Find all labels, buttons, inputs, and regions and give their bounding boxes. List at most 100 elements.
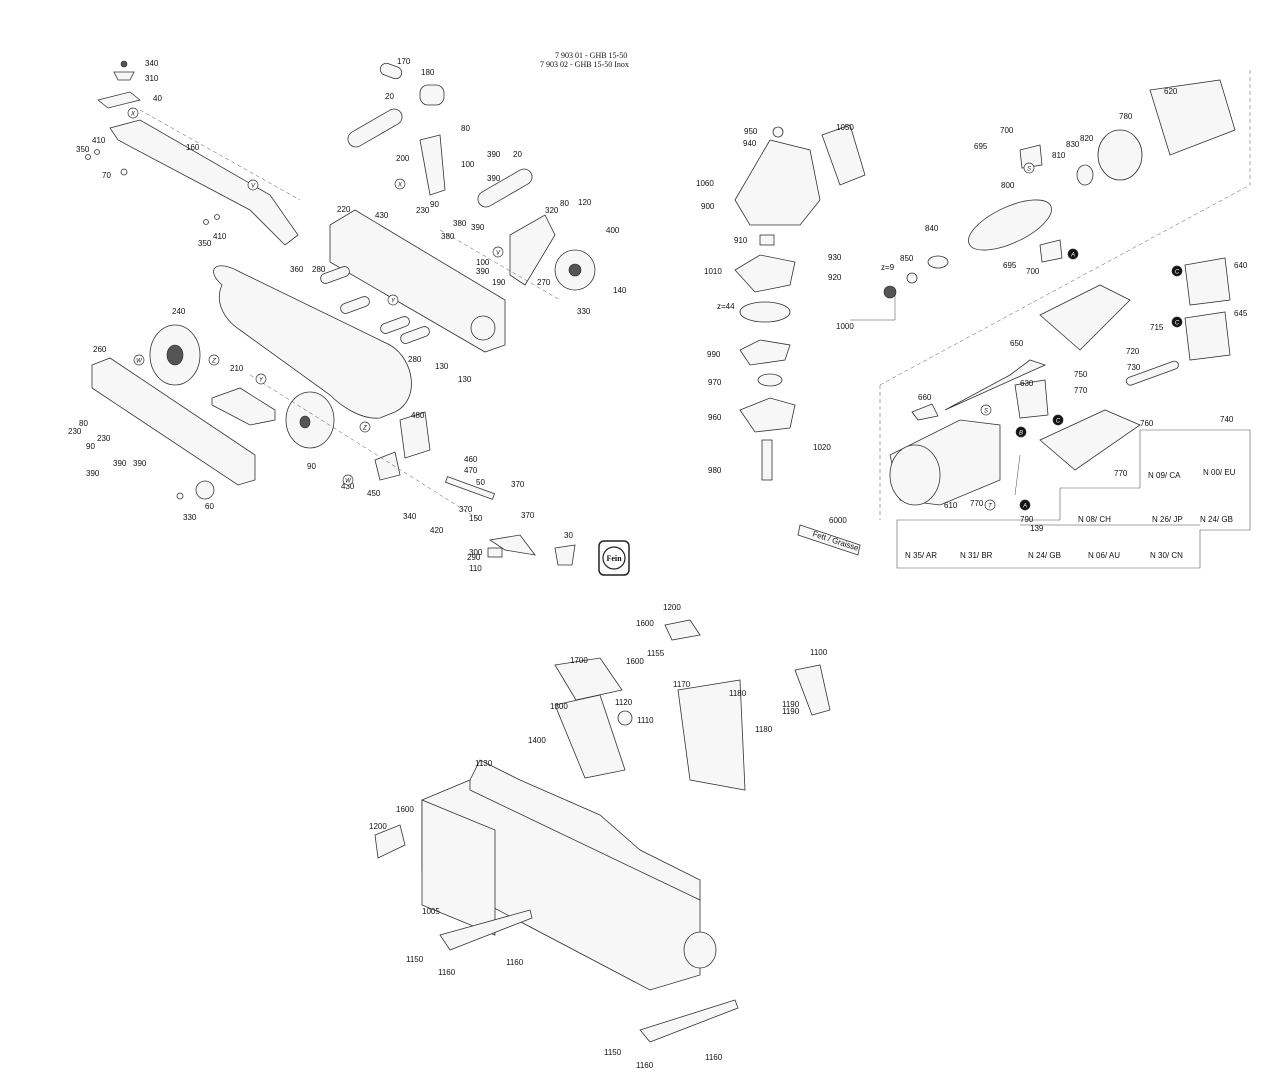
part-callout: 420 — [430, 526, 444, 535]
label-sheet-1700 — [554, 657, 623, 701]
part-callout: 695 — [974, 142, 988, 151]
part-callout: 1110 — [637, 716, 654, 725]
part-callout: 830 — [1066, 140, 1080, 149]
plug-variant-label: N 26/ JP — [1152, 515, 1183, 524]
clamp-plate-40 — [97, 91, 141, 109]
gear-wheel-z44 — [739, 301, 791, 323]
clamp-180 — [419, 84, 445, 106]
part-callout: 150 — [469, 514, 483, 523]
part-callout: 20 — [513, 150, 522, 159]
part-callout: 210 — [230, 364, 244, 373]
part-callout: 260 — [93, 345, 107, 354]
part-callout: 900 — [701, 202, 715, 211]
part-callout: 270 — [537, 278, 551, 287]
part-callout: 350 — [198, 239, 212, 248]
stand-tube-end — [683, 931, 717, 969]
part-callout: 1160 — [705, 1053, 723, 1062]
bracket-480 — [399, 411, 431, 459]
gasket-1010 — [734, 254, 796, 293]
part-callout: 230 — [97, 434, 111, 443]
svg-text:Fein: Fein — [606, 554, 622, 563]
part-callout: 645 — [1234, 309, 1248, 318]
plug-variant-label: N 00/ EU — [1203, 468, 1236, 477]
marker-y: Y — [255, 373, 267, 385]
part-callout: 230 — [68, 427, 82, 436]
part-callout: 380 — [453, 219, 467, 228]
part-callout: 30 — [564, 531, 573, 540]
bracket-190 — [509, 214, 556, 286]
part-callout: 940 — [743, 139, 757, 148]
part-callout: 1005 — [422, 907, 440, 916]
spindle-980 — [761, 439, 773, 481]
shaft-50 — [444, 476, 496, 500]
part-callout: 740 — [1220, 415, 1234, 424]
part-callout: 460 — [464, 455, 478, 464]
foot-1150b — [639, 999, 739, 1043]
part-callout: 230 — [416, 206, 430, 215]
part-callout: 430 — [341, 482, 355, 491]
marker-b: B — [1015, 426, 1027, 438]
handle-shell-760 — [1039, 409, 1141, 471]
part-callout: 140 — [613, 286, 627, 295]
part-callout: 310 — [145, 74, 159, 83]
part-callout: 100 — [476, 258, 490, 267]
part-callout: 290 — [467, 553, 481, 562]
part-callout: 770 — [970, 499, 984, 508]
part-callout: 470 — [464, 466, 478, 475]
part-callout: 715 — [1150, 323, 1164, 332]
part-callout: 280 — [312, 265, 326, 274]
part-callout: 1150 — [604, 1048, 622, 1057]
plug-group-label: 139 — [1030, 524, 1044, 533]
nut-340 — [120, 60, 128, 68]
foot-1150a — [439, 909, 533, 951]
part-callout: z=44 — [717, 302, 735, 311]
marker-w: W — [342, 474, 354, 486]
part-callout: 1190 — [782, 700, 800, 709]
stand-side-1005 — [421, 799, 496, 936]
block-300 — [487, 547, 503, 558]
marker-c: C — [1171, 265, 1183, 277]
cable-sleeve-730 — [1125, 360, 1179, 386]
part-callout: 370 — [459, 505, 473, 514]
part-callout: 120 — [578, 198, 592, 207]
part-callout: 90 — [86, 442, 95, 451]
svg-text:W: W — [136, 359, 143, 365]
part-callout: 180 — [421, 68, 435, 77]
part-callout: 300 — [469, 548, 483, 557]
bracket-450 — [374, 451, 401, 481]
part-callout: 1155 — [647, 649, 665, 658]
svg-text:X: X — [130, 112, 136, 118]
part-callout: 640 — [1234, 261, 1248, 270]
part-callout: 1200 — [663, 603, 681, 612]
contact-wheel-hub — [166, 344, 184, 366]
part-callout: 850 — [900, 254, 914, 263]
part-callout: 790 — [1020, 515, 1034, 524]
fein-logo: Fein — [598, 540, 630, 576]
assembly-line — [249, 374, 481, 521]
part-callout: 695 — [1003, 261, 1017, 270]
part-callout: 970 — [708, 378, 722, 387]
part-callout: 630 — [1020, 379, 1034, 388]
svg-text:Z: Z — [362, 426, 367, 432]
handle-1100 — [794, 664, 831, 716]
armature-800 — [968, 199, 1052, 251]
drive-wheel-hub — [299, 415, 311, 429]
gear-housing-900 — [734, 139, 821, 226]
part-callout: 320 — [545, 206, 559, 215]
clamp-lever-1200 — [664, 619, 701, 641]
part-callout: 80 — [79, 419, 88, 428]
spacer-280b — [340, 296, 370, 314]
svg-text:A: A — [1022, 504, 1027, 510]
clamp-lever-1200b — [374, 824, 406, 859]
cover-715 — [1039, 284, 1131, 351]
part-callout: 390 — [487, 174, 501, 183]
lever-290 — [488, 534, 536, 556]
marker-t: T — [984, 499, 996, 511]
bearing-block-60 — [195, 480, 215, 500]
frame-hole — [470, 315, 496, 341]
marker-z: Z — [359, 421, 371, 433]
part-callout: 170 — [397, 57, 411, 66]
part-callout: 1170 — [673, 680, 691, 689]
